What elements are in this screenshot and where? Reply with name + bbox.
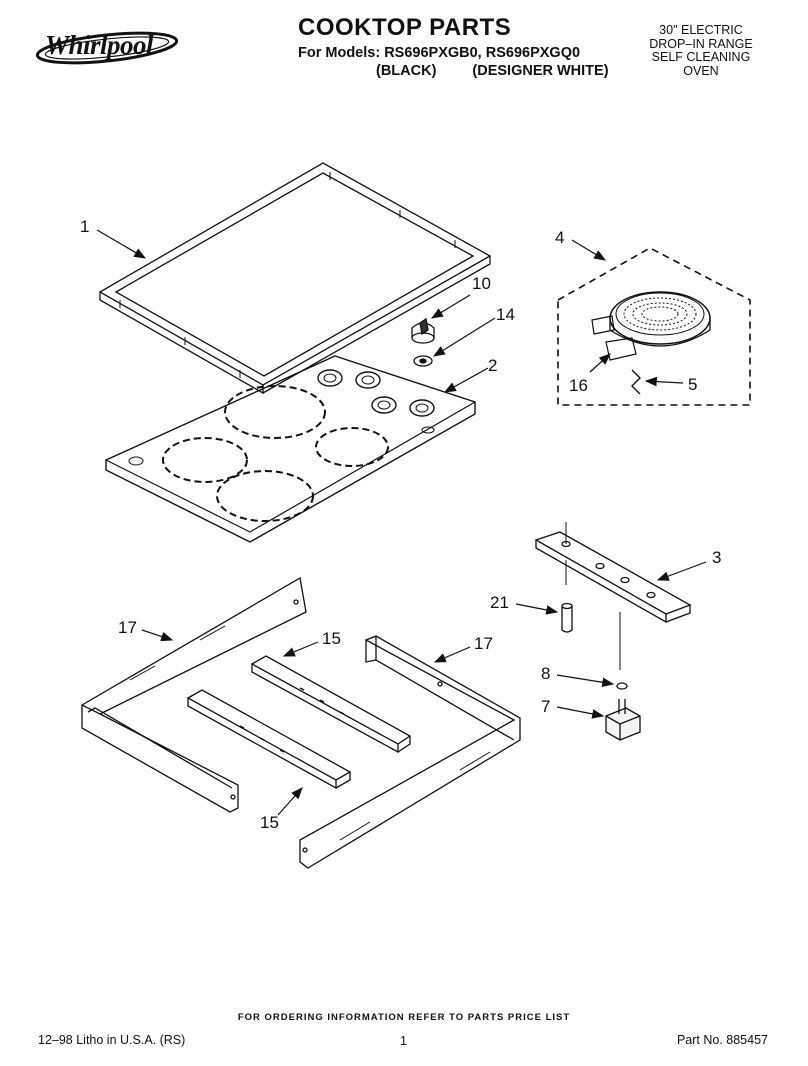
color-white: (DESIGNER WHITE)	[472, 63, 609, 79]
product-line-1: 30" ELECTRIC	[659, 23, 743, 37]
callout-4: 4	[555, 228, 564, 247]
leader-arrows	[96, 229, 707, 816]
callout-15-lower: 15	[260, 813, 279, 832]
knob-seal	[413, 355, 433, 367]
models-line: For Models: RS696PXGB0, RS696PXGQ0	[298, 45, 581, 61]
model-list: For Models: RS696PXGB0, RS696PXGQ0 (BLAC…	[298, 44, 609, 80]
callout-5: 5	[688, 375, 697, 394]
glass-cooktop	[105, 355, 476, 543]
page-number: 1	[400, 1034, 407, 1048]
callout-16: 16	[569, 376, 588, 395]
callout-14: 14	[496, 305, 515, 324]
whirlpool-logo	[35, 31, 179, 65]
callout-2: 2	[488, 356, 497, 375]
side-rail-right	[299, 635, 521, 869]
callout-21: 21	[490, 593, 509, 612]
switch-shaft	[561, 602, 573, 633]
product-line-2: DROP–IN RANGE	[649, 36, 753, 51]
ordering-note: FOR ORDERING INFORMATION REFER TO PARTS …	[237, 1012, 571, 1023]
brand-name: Whirlpool	[45, 30, 154, 60]
litho-info: 12–98 Litho in U.S.A. (RS)	[38, 1033, 186, 1047]
product-line-3: SELF CLEANING	[651, 50, 751, 64]
callout-7: 7	[541, 697, 550, 716]
callout-17-left: 17	[118, 618, 137, 637]
washer	[616, 682, 628, 690]
callout-15-upper: 15	[322, 629, 341, 648]
switch-bracket	[534, 522, 692, 712]
product-line-4: OVEN	[683, 63, 719, 78]
callout-8: 8	[541, 664, 550, 683]
callout-17-right: 17	[474, 634, 493, 653]
control-knob	[411, 317, 435, 344]
cross-brace-lower	[186, 689, 352, 790]
callout-10: 10	[472, 274, 491, 293]
page-title: COOKTOP PARTS	[298, 14, 512, 41]
cross-brace-upper	[250, 655, 412, 754]
callout-3: 3	[712, 548, 721, 567]
infinite-switch	[605, 699, 641, 741]
callout-1: 1	[80, 217, 89, 236]
product-description: 30" ELECTRIC DROP–IN RANGE SELF CLEANING…	[636, 23, 766, 78]
color-black: (BLACK)	[376, 63, 437, 79]
side-rail-left	[80, 576, 307, 813]
part-number: Part No. 885457	[676, 1033, 768, 1047]
